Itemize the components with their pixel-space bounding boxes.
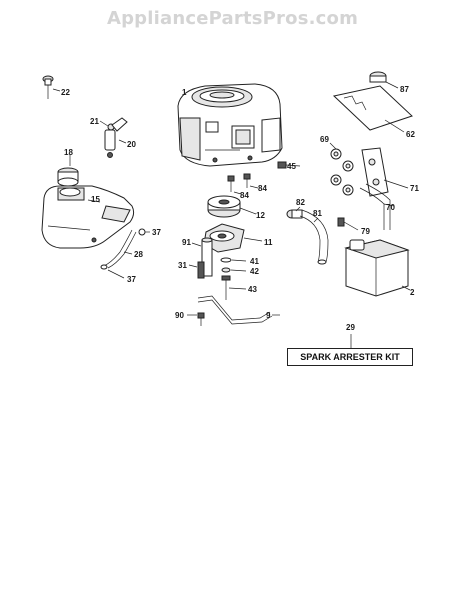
callout-20: 20 bbox=[127, 140, 136, 149]
part-11-clutch bbox=[203, 223, 263, 253]
part-18-fuel-cap bbox=[57, 154, 79, 187]
part-12-pulley bbox=[207, 195, 257, 218]
part-87-cap bbox=[369, 71, 399, 89]
callout-21: 21 bbox=[90, 117, 99, 126]
callout-12: 12 bbox=[256, 211, 265, 220]
callout-84-b: 84 bbox=[258, 184, 267, 193]
part-9-bracket bbox=[197, 295, 280, 325]
part-62-heat-shield bbox=[332, 85, 413, 133]
callout-1: 1 bbox=[182, 88, 187, 97]
part-82-connector bbox=[286, 206, 303, 219]
callout-9: 9 bbox=[266, 311, 271, 320]
callout-15: 15 bbox=[91, 195, 100, 204]
part-28-37-fuel-line bbox=[100, 228, 150, 279]
part-90-bolt bbox=[187, 312, 205, 326]
part-91-spacer bbox=[191, 237, 213, 277]
part-22-bolt bbox=[42, 75, 61, 99]
callout-82: 82 bbox=[296, 198, 305, 207]
part-70-exhaust-pipe bbox=[359, 183, 395, 230]
callout-37-a: 37 bbox=[152, 228, 161, 237]
callout-70: 70 bbox=[386, 203, 395, 212]
part-71-gasket bbox=[361, 147, 409, 197]
callout-42: 42 bbox=[250, 267, 259, 276]
part-15-fuel-tank bbox=[41, 185, 135, 249]
callout-87: 87 bbox=[400, 85, 409, 94]
callout-29: 29 bbox=[346, 323, 355, 332]
callout-43: 43 bbox=[248, 285, 257, 294]
part-2-muffler bbox=[344, 239, 411, 297]
part-69-nuts bbox=[329, 142, 354, 196]
callout-22: 22 bbox=[61, 88, 70, 97]
callout-71: 71 bbox=[410, 184, 419, 193]
spark-arrester-kit-label: SPARK ARRESTER KIT bbox=[287, 348, 413, 366]
part-31-spacer bbox=[188, 261, 205, 279]
callout-90: 90 bbox=[175, 311, 184, 320]
part-84-bolts bbox=[227, 173, 259, 195]
part-81-pipe bbox=[299, 209, 329, 265]
part-1-engine bbox=[177, 83, 283, 167]
watermark: AppliancePartsPros.com bbox=[106, 8, 359, 29]
callout-69: 69 bbox=[320, 135, 329, 144]
callout-31: 31 bbox=[178, 261, 187, 270]
part-43-bolt bbox=[221, 275, 247, 300]
callout-62: 62 bbox=[406, 130, 415, 139]
callout-11: 11 bbox=[264, 238, 273, 247]
callout-79: 79 bbox=[361, 227, 370, 236]
callout-28: 28 bbox=[134, 250, 143, 259]
part-45-bolt bbox=[277, 161, 301, 169]
callout-84-a: 84 bbox=[240, 191, 249, 200]
callout-37-b: 37 bbox=[127, 275, 136, 284]
callout-18: 18 bbox=[64, 148, 73, 157]
callout-41: 41 bbox=[250, 257, 259, 266]
callout-91: 91 bbox=[182, 238, 191, 247]
part-41-42-washers bbox=[220, 257, 247, 273]
callout-81: 81 bbox=[313, 209, 322, 218]
callout-2: 2 bbox=[410, 288, 415, 297]
part-20-21-dipstick bbox=[99, 117, 128, 158]
part-79-bolt bbox=[337, 217, 359, 231]
callout-45: 45 bbox=[287, 162, 296, 171]
